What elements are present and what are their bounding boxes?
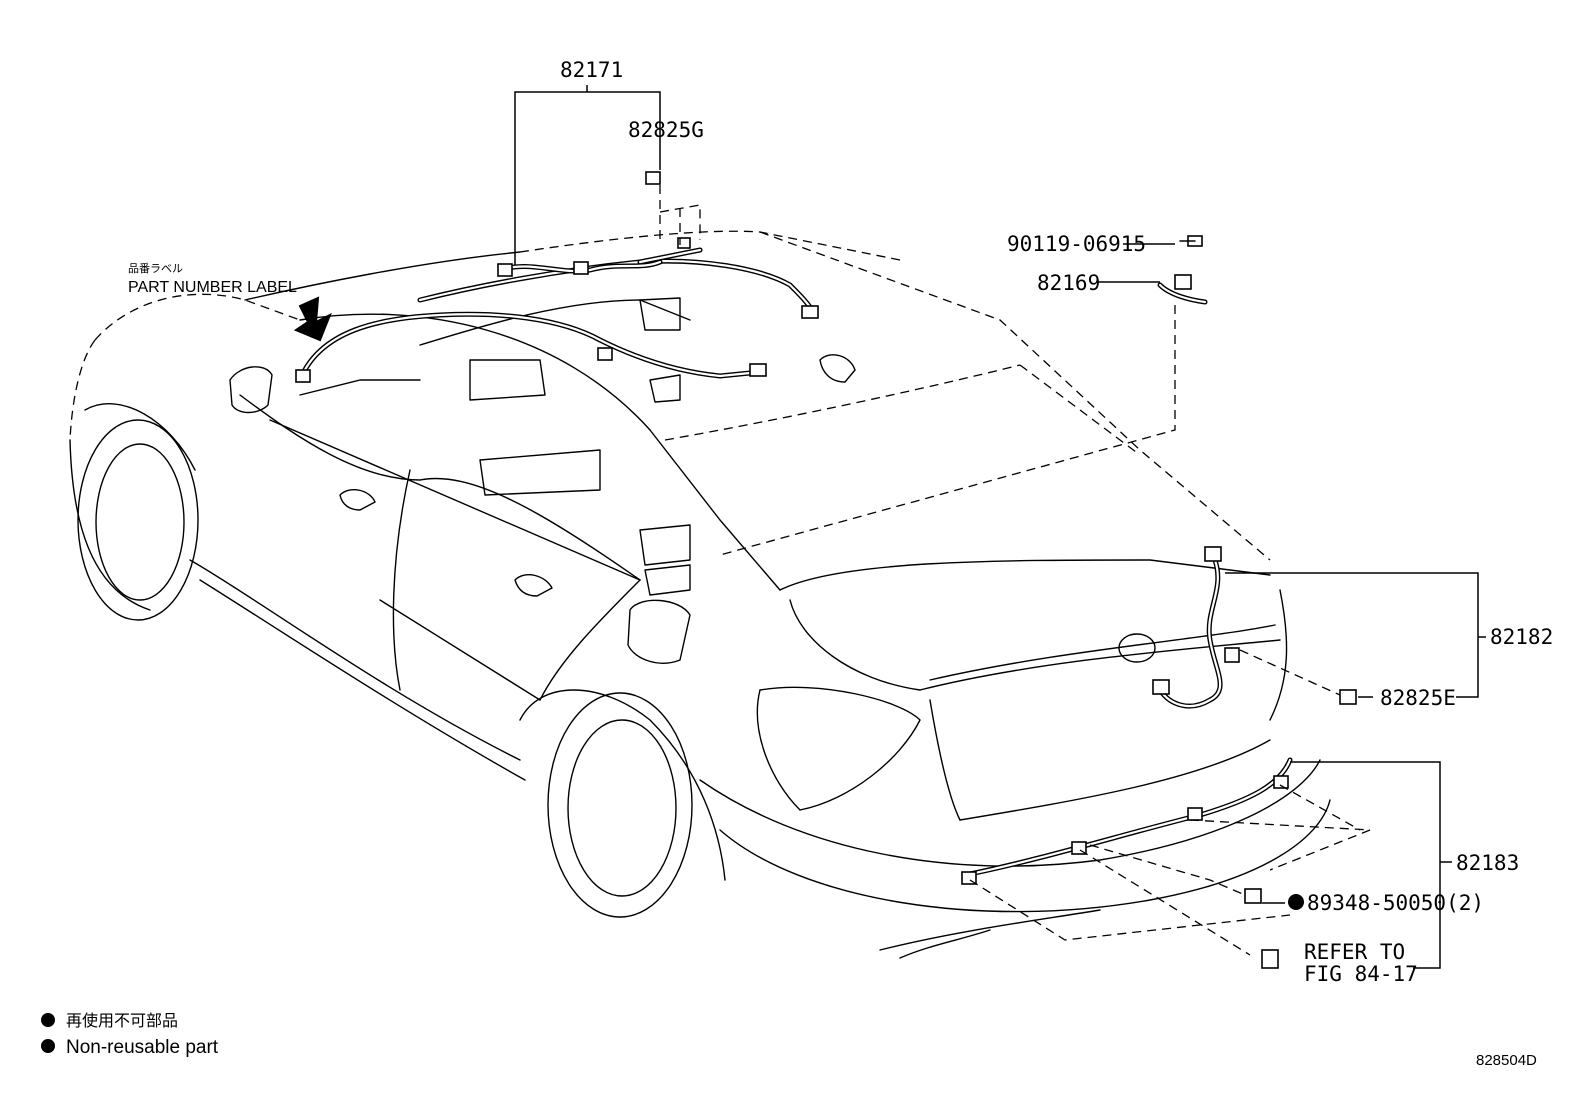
part-number-label-jp: 品番ラベル	[128, 262, 183, 275]
bumper-harness-82183	[961, 757, 1293, 969]
roof-harness-82171	[295, 171, 819, 383]
legend-bullet-icon	[41, 1039, 55, 1053]
ground-wire-82169	[1157, 235, 1208, 305]
trunk-harness-82182	[1152, 546, 1357, 709]
label-82183: 82183	[1456, 851, 1519, 875]
label-82171: 82171	[560, 58, 623, 82]
label-82825e: 82825E	[1380, 686, 1456, 710]
label-90119-06915: 90119-06915	[1007, 232, 1146, 256]
figure-id: 828504D	[1476, 1052, 1537, 1069]
label-82169: 82169	[1037, 271, 1100, 295]
refer-to-line1: REFER TO	[1304, 940, 1405, 964]
part-number-label-arrow	[293, 296, 332, 342]
part-number-label-en: PART NUMBER LABEL	[128, 279, 297, 296]
locator-lines	[659, 185, 1371, 956]
label-82182: 82182	[1490, 625, 1553, 649]
non-reusable-marker-icon	[1288, 894, 1304, 910]
refer-to-line2: FIG 84-17	[1304, 962, 1418, 986]
label-89348-50050: 89348-50050(2)	[1307, 891, 1484, 915]
leader-lines	[514, 85, 1486, 969]
label-82825g: 82825G	[628, 118, 704, 142]
legend-text-en: Non-reusable part	[66, 1037, 219, 1058]
legend-bullet-icon	[41, 1013, 55, 1027]
legend-text-jp: 再使用不可部品	[66, 1011, 178, 1030]
car-body	[69, 230, 1331, 959]
